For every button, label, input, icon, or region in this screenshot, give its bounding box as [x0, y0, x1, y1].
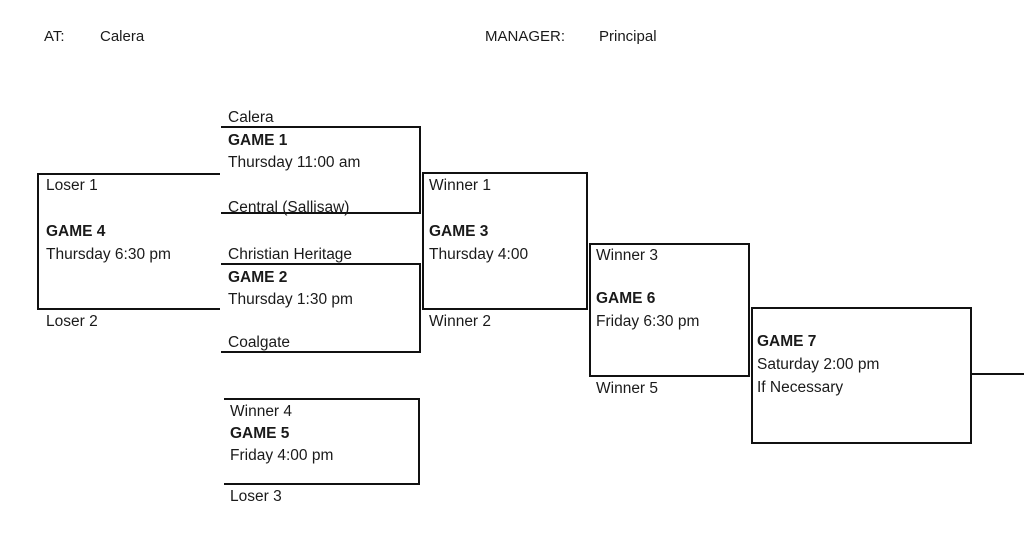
- game2-title: GAME 2: [228, 269, 288, 286]
- at-label: AT:: [44, 28, 65, 45]
- game1-top-rule: [221, 126, 421, 128]
- game7-right-rule: [970, 307, 972, 444]
- game2-top-rule: [221, 263, 421, 265]
- game4-bottom-team: Loser 2: [46, 313, 98, 330]
- game3-time: Thursday 4:00: [429, 246, 529, 263]
- game1-bottom-rule: [221, 212, 421, 214]
- game6-bottom-rule: [589, 375, 750, 377]
- at-value: Calera: [100, 28, 145, 45]
- game3-right-rule: [586, 172, 588, 310]
- game7-top-rule: [751, 307, 972, 309]
- game6-right-rule: [748, 243, 750, 377]
- game1-right-rule: [419, 126, 421, 214]
- game7-bottom-rule: [751, 442, 972, 444]
- game2-time: Thursday 1:30 pm: [228, 291, 353, 308]
- game7-note: If Necessary: [757, 379, 844, 396]
- game2-top-team: Christian Heritage: [228, 246, 353, 263]
- game5-right-rule: [418, 398, 420, 485]
- game3-bottom-team: Winner 2: [429, 313, 492, 330]
- game3-top-team: Winner 1: [429, 177, 492, 194]
- game6-title: GAME 6: [596, 290, 656, 307]
- game6-bottom-team: Winner 5: [596, 380, 659, 397]
- game6-top-team: Winner 3: [596, 247, 659, 264]
- champion-rule: [970, 373, 1024, 375]
- game5-top-team: Winner 4: [230, 403, 293, 420]
- manager-value: Principal: [599, 28, 657, 45]
- game6-top-rule: [589, 243, 750, 245]
- manager-label: MANAGER:: [485, 28, 566, 45]
- game1-top-team: Calera: [228, 109, 274, 126]
- game2-right-rule: [419, 263, 421, 353]
- game2-bottom-team: Coalgate: [228, 334, 291, 351]
- game2-bottom-rule: [221, 351, 421, 353]
- game1-title: GAME 1: [228, 132, 288, 149]
- game3-top-rule: [422, 172, 588, 174]
- game4-top-rule: [37, 173, 220, 175]
- game5-title: GAME 5: [230, 425, 290, 442]
- game3-left-rule: [422, 172, 424, 310]
- game1-time: Thursday 11:00 am: [228, 154, 361, 171]
- game7-time: Saturday 2:00 pm: [757, 356, 880, 373]
- game4-title: GAME 4: [46, 223, 106, 240]
- game7-title: GAME 7: [757, 333, 817, 350]
- game6-time: Friday 6:30 pm: [596, 313, 700, 330]
- game5-bottom-rule: [224, 483, 420, 485]
- game4-top-team: Loser 1: [46, 177, 98, 194]
- game5-top-rule: [224, 398, 420, 400]
- game5-time: Friday 4:00 pm: [230, 447, 334, 464]
- game1-bottom-team: Central (Sallisaw): [228, 199, 350, 216]
- game4-bottom-rule: [37, 308, 220, 310]
- game6-left-rule: [589, 243, 591, 377]
- game4-left-rule: [37, 173, 39, 310]
- game4-time: Thursday 6:30 pm: [46, 246, 171, 263]
- game3-bottom-rule: [422, 308, 588, 310]
- game3-title: GAME 3: [429, 223, 489, 240]
- game7-left-rule: [751, 307, 753, 444]
- game5-bottom-team: Loser 3: [230, 488, 282, 505]
